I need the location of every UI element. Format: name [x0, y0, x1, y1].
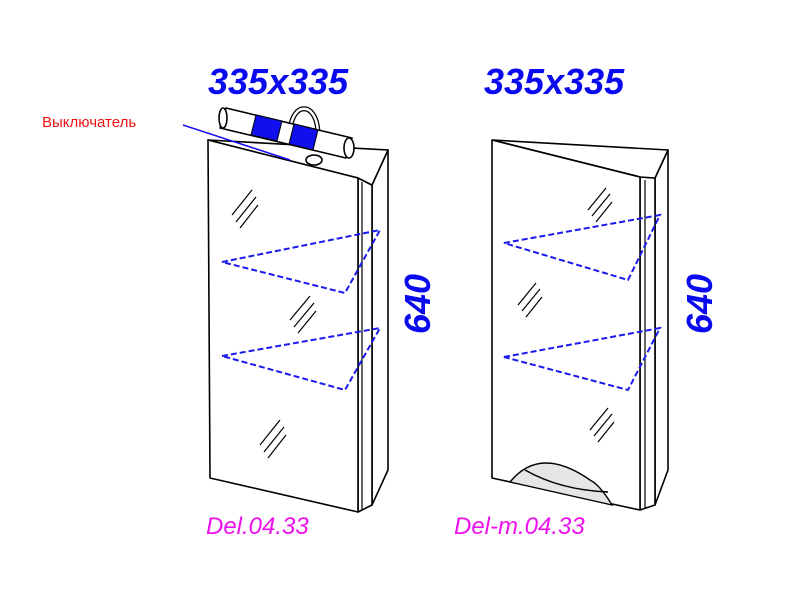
handle-cutout [508, 462, 614, 507]
height-label: 640 [397, 274, 438, 334]
cabinet-left: Выключатель 335x335 640 Del.04.33 [42, 61, 438, 540]
dimensions-label: 335x335 [208, 61, 349, 102]
shelf-upper [503, 213, 662, 282]
glass-reflection [517, 187, 615, 443]
cabinet-right: 335x335 640 Del-m.04.33 [454, 61, 720, 540]
glass-reflection [231, 189, 317, 459]
model-label: Del.04.33 [206, 513, 309, 540]
model-label: Del-m.04.33 [454, 513, 585, 540]
lamp-icon [218, 106, 355, 166]
switch-label: Выключатель [42, 114, 136, 131]
shelf-lower [503, 326, 662, 392]
dimensions-label: 335x335 [484, 61, 625, 102]
height-label: 640 [679, 274, 720, 334]
